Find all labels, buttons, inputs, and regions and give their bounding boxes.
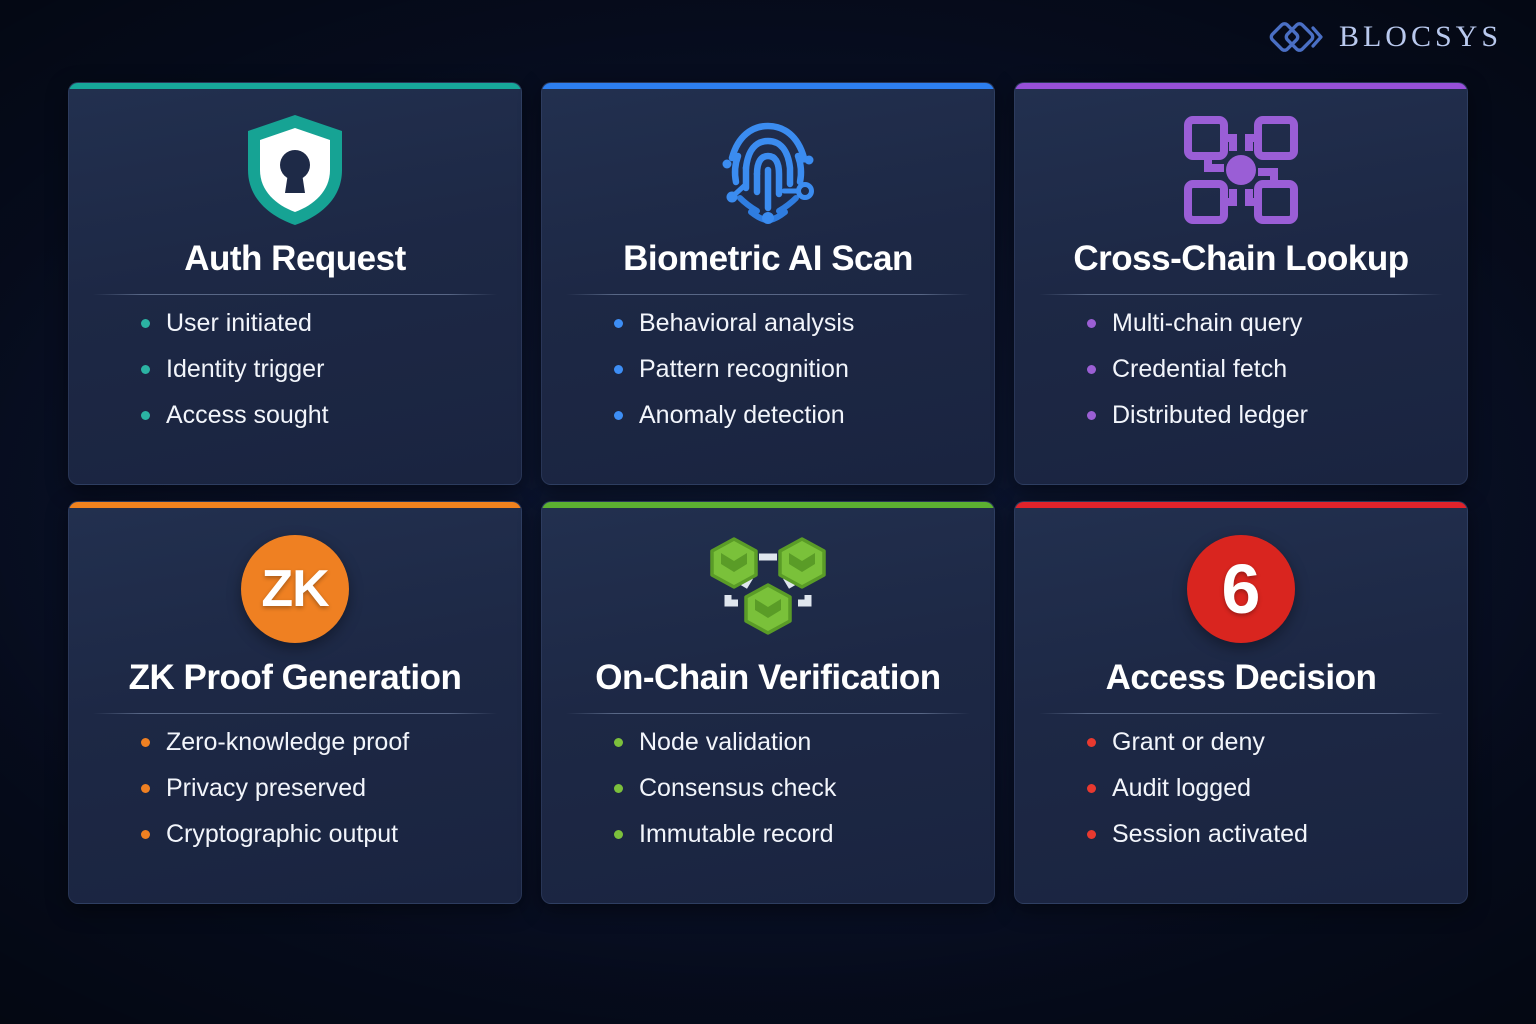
list-item: Grant or deny (1087, 727, 1443, 756)
card-bullet-list: Node validation Consensus check Immutabl… (566, 727, 970, 868)
card-on-chain-verification[interactable]: On-Chain Verification Node validation Co… (541, 501, 995, 904)
step-number-label: 6 (1187, 535, 1295, 643)
card-biometric-ai-scan[interactable]: Biometric AI Scan Behavioral analysis Pa… (541, 82, 995, 485)
list-item: Identity trigger (141, 354, 497, 383)
list-item: User initiated (141, 308, 497, 337)
card-bullet-list: Grant or deny Audit logged Session activ… (1039, 727, 1443, 868)
list-item-label: Consensus check (639, 773, 837, 802)
process-steps-grid: Auth Request User initiated Identity tri… (68, 82, 1468, 904)
list-item: Session activated (1087, 819, 1443, 848)
bullet-dot (1087, 829, 1096, 839)
list-item-label: Immutable record (639, 819, 834, 848)
list-item-label: Anomaly detection (639, 400, 845, 429)
bullet-dot (614, 364, 623, 374)
title-divider (93, 293, 497, 295)
interlocking-diamonds-logo-icon (1269, 22, 1323, 52)
card-bullet-list: Multi-chain query Credential fetch Distr… (1039, 308, 1443, 449)
bullet-dot (1087, 783, 1096, 793)
list-item: Multi-chain query (1087, 308, 1443, 337)
bullet-dot (614, 318, 623, 328)
list-item-label: Zero-knowledge proof (166, 727, 410, 756)
card-title: On-Chain Verification (595, 658, 941, 697)
title-divider (1039, 712, 1443, 714)
card-bullet-list: User initiated Identity trigger Access s… (93, 308, 497, 449)
list-item: Behavioral analysis (614, 308, 970, 337)
card-accent-bar (69, 83, 521, 89)
bullet-dot (141, 829, 150, 839)
card-title: Cross-Chain Lookup (1073, 239, 1409, 278)
list-item-label: Identity trigger (166, 354, 325, 383)
list-item: Distributed ledger (1087, 400, 1443, 429)
bullet-dot (141, 783, 150, 793)
card-auth-request[interactable]: Auth Request User initiated Identity tri… (68, 82, 522, 485)
bullet-dot (1087, 737, 1096, 747)
list-item: Privacy preserved (141, 773, 497, 802)
brand-name: BLOCSYS (1338, 20, 1502, 53)
bullet-dot (141, 410, 150, 420)
list-item: Anomaly detection (614, 400, 970, 429)
list-item-label: Distributed ledger (1112, 400, 1308, 429)
bullet-dot (1087, 364, 1096, 374)
list-item: Zero-knowledge proof (141, 727, 497, 756)
bullet-dot (614, 410, 623, 420)
card-cross-chain-lookup[interactable]: Cross-Chain Lookup Multi-chain query Cre… (1014, 82, 1468, 485)
card-title: Auth Request (184, 239, 406, 278)
list-item: Immutable record (614, 819, 970, 848)
bullet-dot (141, 737, 150, 747)
list-item-label: Grant or deny (1112, 727, 1265, 756)
card-bullet-list: Zero-knowledge proof Privacy preserved C… (93, 727, 497, 868)
list-item-label: Pattern recognition (639, 354, 849, 383)
list-item-label: Multi-chain query (1112, 308, 1303, 337)
hexagon-nodes-icon (566, 528, 970, 650)
list-item-label: Behavioral analysis (639, 308, 855, 337)
bullet-dot (614, 737, 623, 747)
bullet-dot (141, 364, 150, 374)
fingerprint-icon (566, 109, 970, 231)
zk-badge-icon: ZK (93, 528, 497, 650)
list-item: Pattern recognition (614, 354, 970, 383)
card-title: ZK Proof Generation (128, 658, 462, 697)
title-divider (566, 712, 970, 714)
title-divider (1039, 293, 1443, 295)
step-number-badge-icon: 6 (1039, 528, 1443, 650)
title-divider (93, 712, 497, 714)
list-item: Consensus check (614, 773, 970, 802)
list-item: Credential fetch (1087, 354, 1443, 383)
brand-logo: BLOCSYS (1269, 16, 1502, 58)
card-access-decision[interactable]: 6 Access Decision Grant or deny Audit lo… (1014, 501, 1468, 904)
card-bullet-list: Behavioral analysis Pattern recognition … (566, 308, 970, 449)
card-accent-bar (542, 83, 994, 89)
card-zk-proof-generation[interactable]: ZK ZK Proof Generation Zero-knowledge pr… (68, 501, 522, 904)
shield-keyhole-icon (93, 109, 497, 231)
network-nodes-icon (1039, 109, 1443, 231)
card-accent-bar (1015, 502, 1467, 508)
card-title: Biometric AI Scan (623, 239, 913, 278)
list-item-label: User initiated (166, 308, 312, 337)
list-item-label: Credential fetch (1112, 354, 1288, 383)
list-item-label: Node validation (639, 727, 812, 756)
list-item: Access sought (141, 400, 497, 429)
card-accent-bar (542, 502, 994, 508)
list-item-label: Privacy preserved (166, 773, 367, 802)
card-accent-bar (69, 502, 521, 508)
title-divider (566, 293, 970, 295)
list-item-label: Audit logged (1112, 773, 1252, 802)
list-item-label: Access sought (166, 400, 329, 429)
bullet-dot (614, 783, 623, 793)
list-item-label: Session activated (1112, 819, 1308, 848)
bullet-dot (1087, 318, 1096, 328)
list-item: Audit logged (1087, 773, 1443, 802)
bullet-dot (1087, 410, 1096, 420)
list-item: Node validation (614, 727, 970, 756)
card-title: Access Decision (1105, 658, 1377, 697)
card-accent-bar (1015, 83, 1467, 89)
bullet-dot (614, 829, 623, 839)
list-item-label: Cryptographic output (166, 819, 399, 848)
bullet-dot (141, 318, 150, 328)
zk-badge-label: ZK (241, 535, 349, 643)
list-item: Cryptographic output (141, 819, 497, 848)
